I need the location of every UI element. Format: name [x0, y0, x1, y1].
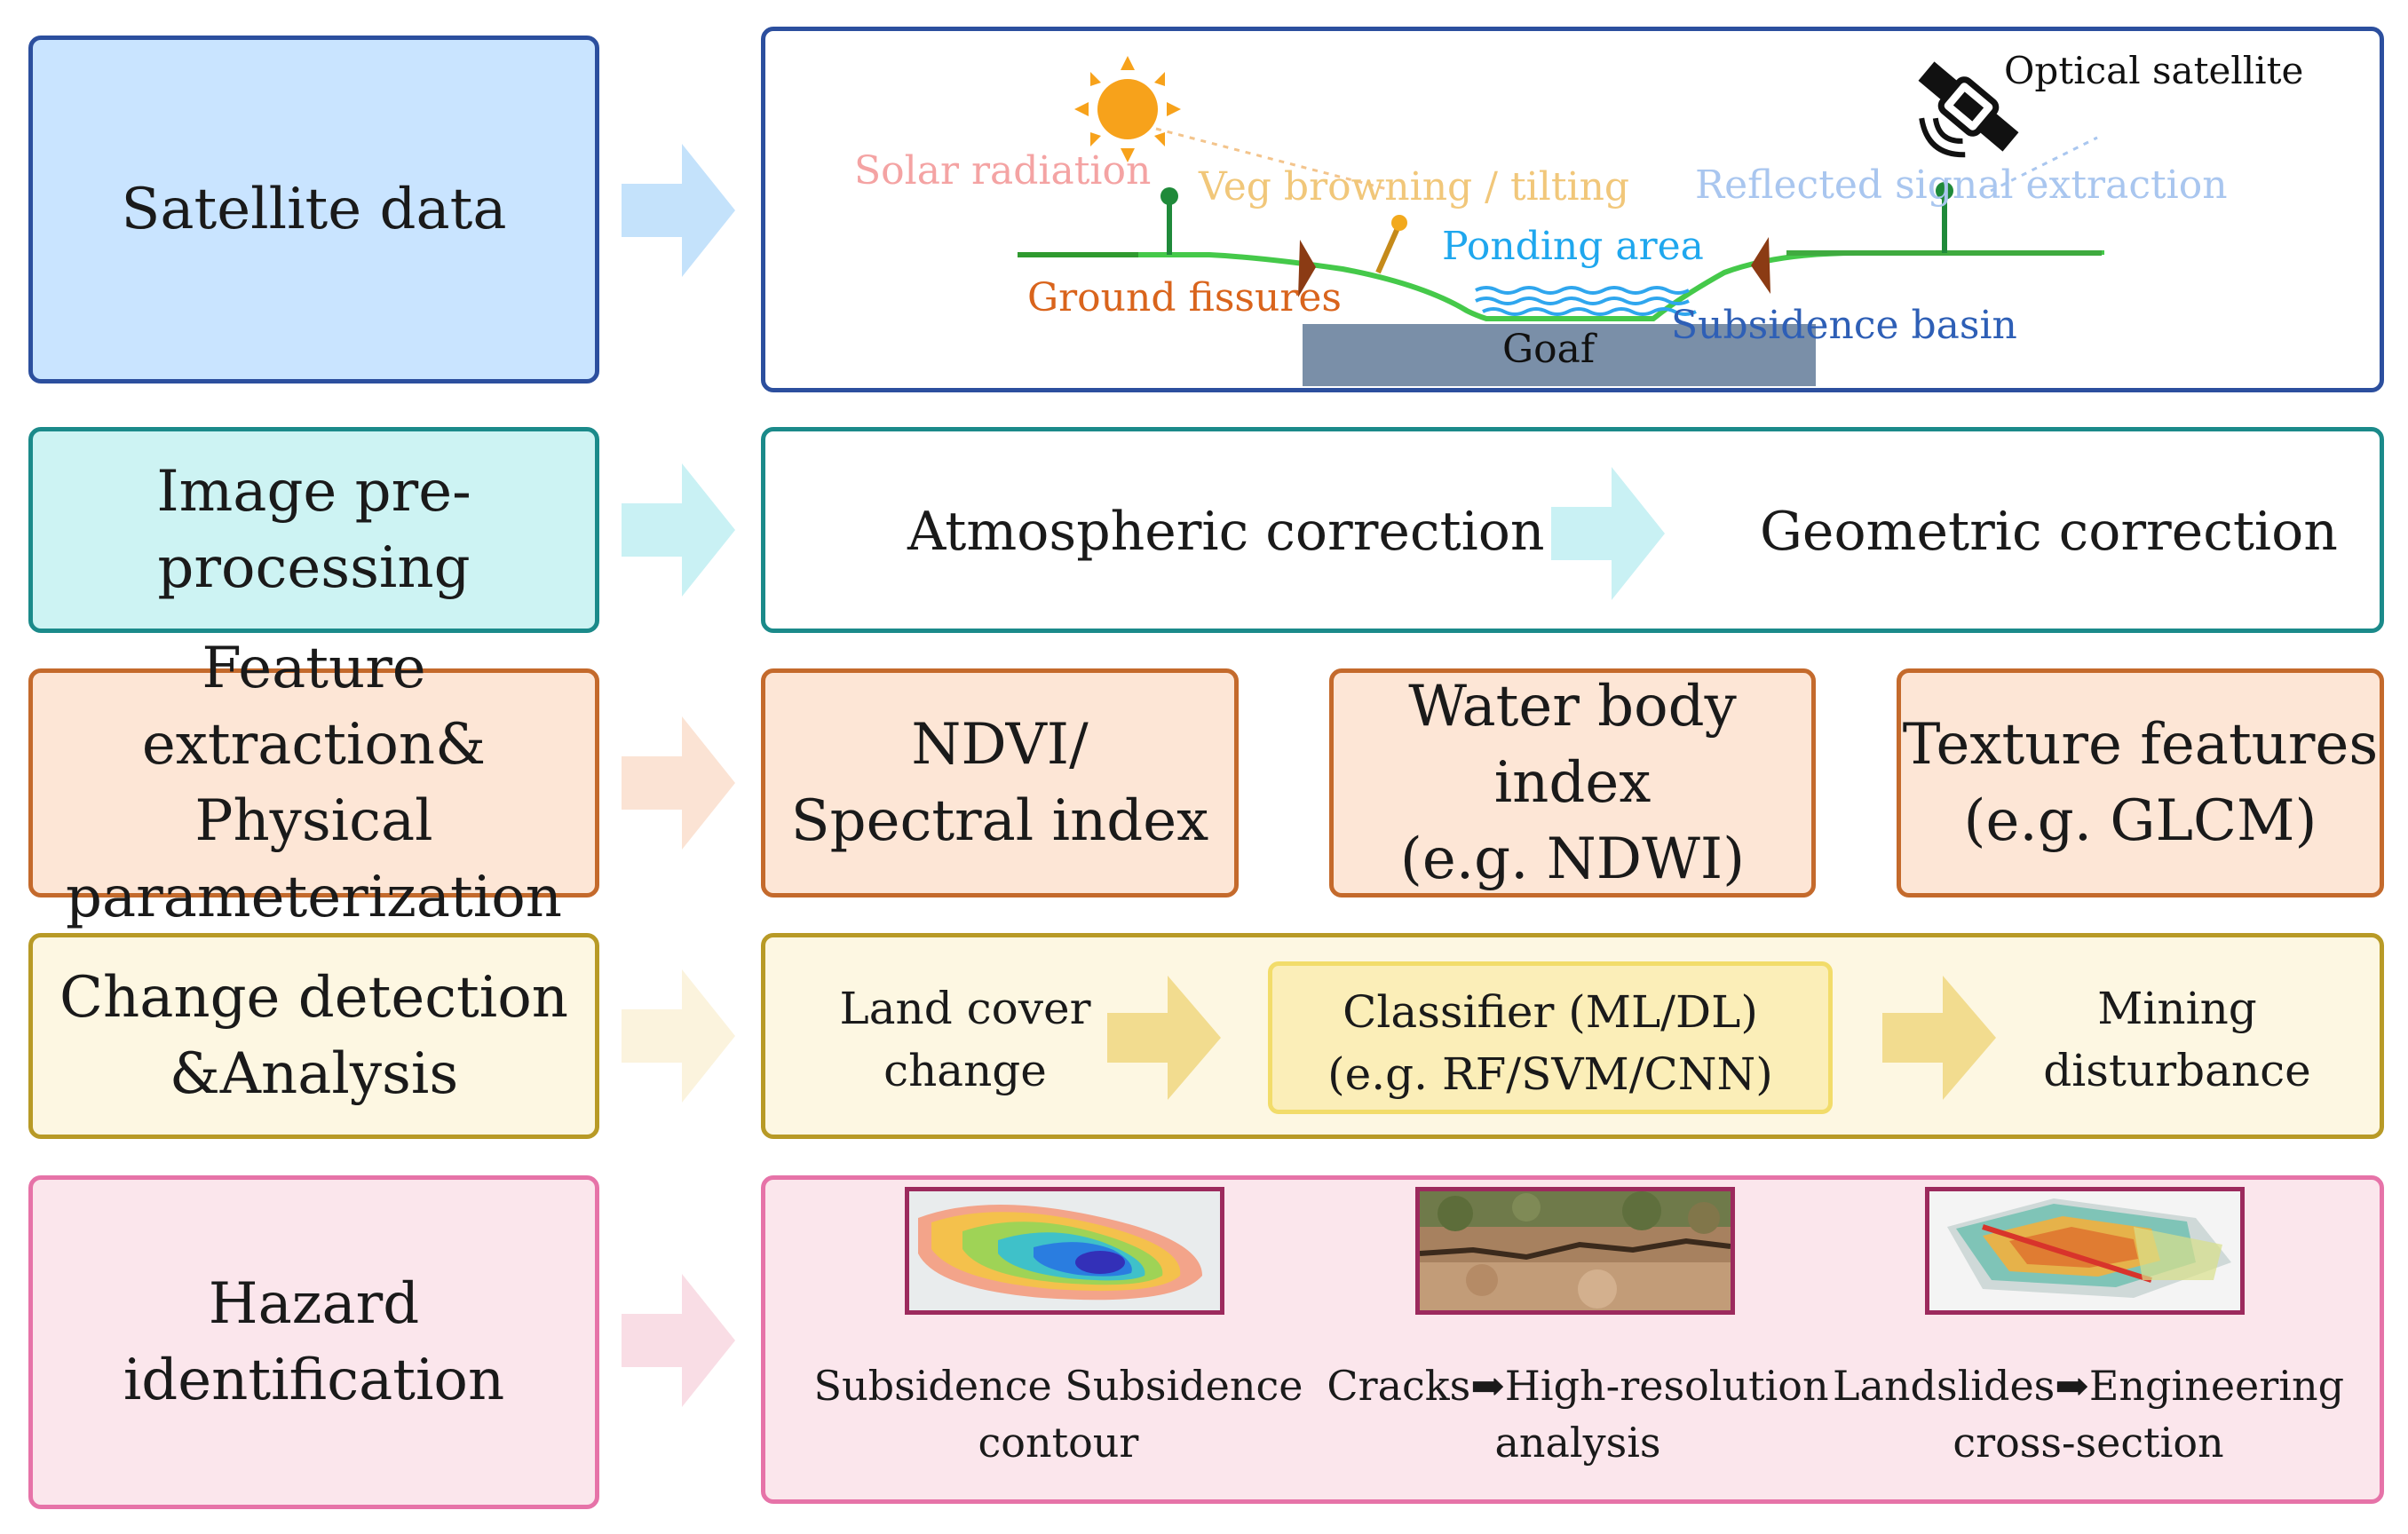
mining-disturbance-label: Mining disturbance [2043, 983, 2311, 1096]
ponding-area-label: Ponding area [1442, 224, 1704, 269]
ground-fissure-left-icon [1298, 240, 1316, 297]
atmospheric-correction-label: Atmospheric correction [907, 501, 1545, 563]
landslides-label: Landslides➡Engineering cross-section [1832, 1362, 2345, 1467]
satellite-scene-illustration [1018, 56, 2104, 386]
left-pole-icon [1160, 187, 1178, 255]
veg-browning-label: Veg browning / tilting [1199, 164, 1630, 210]
solar-radiation-label: Solar radiation [854, 148, 1152, 194]
water-body-index-box: Water body index (e.g. NDWI) [1329, 668, 1816, 897]
classifier-label: Classifier (ML/DL) (e.g. RF/SVM/CNN) [1327, 986, 1773, 1100]
right-pole-icon [1936, 182, 1953, 253]
arrow-preprocessing-icon [622, 463, 735, 597]
ground-fissures-label: Ground fissures [1027, 275, 1342, 320]
subsidence-basin-label: Subsidence basin [1671, 303, 2017, 348]
change-step-arrow-2-icon [1882, 976, 1996, 1100]
stage-change-detection-label: Change detection &Analysis [59, 965, 568, 1107]
arrow-change-icon [622, 969, 735, 1103]
ndvi-box: NDVI/ Spectral index [761, 668, 1239, 897]
classifier-box: Classifier (ML/DL) (e.g. RF/SVM/CNN) [1268, 961, 1833, 1114]
reflected-signal-label: Reflected signal extraction [1695, 162, 2228, 208]
subsidence-contour-label: Subsidence Subsidence contour [813, 1362, 1303, 1467]
satellite-scene-panel: Solar radiation Veg browning / tilting O… [761, 27, 2384, 392]
stage-satellite-data-label: Satellite data [121, 177, 507, 242]
sun-icon [1074, 56, 1181, 162]
ponding-water-icon [1475, 286, 1697, 316]
preprocessing-step-arrow-icon [1551, 467, 1665, 600]
stage-feature-extraction-label: Feature extraction& Physical parameteriz… [66, 636, 562, 930]
stage-satellite-data: Satellite data [28, 36, 599, 384]
cracks-image [1415, 1187, 1735, 1315]
subsidence-contour-image [905, 1187, 1224, 1315]
optical-satellite-icon [1918, 61, 2019, 158]
hazard-panel: Subsidence Subsidence contour Cracks➡Hig… [761, 1175, 2384, 1504]
stage-hazard-identification-label: Hazard identification [123, 1271, 505, 1413]
stage-image-preprocessing: Image pre- processing [28, 427, 599, 633]
goaf-block [1303, 324, 1816, 386]
tilted-vegetation-icon [1375, 215, 1407, 274]
stage-change-detection: Change detection &Analysis [28, 933, 599, 1139]
land-cover-change-label: Land cover change [839, 983, 1091, 1096]
goaf-label: Goaf [1502, 327, 1596, 372]
arrow-hazard-icon [622, 1274, 735, 1407]
ground-fissure-right-icon [1751, 237, 1770, 294]
arrow-satellite-icon [622, 144, 735, 277]
cracks-label: Cracks➡High-resolution analysis [1327, 1362, 1829, 1467]
stage-hazard-identification: Hazard identification [28, 1175, 599, 1509]
stage-feature-extraction: Feature extraction& Physical parameteriz… [28, 636, 599, 930]
stage-image-preprocessing-label: Image pre- processing [156, 459, 471, 601]
arrow-features-icon [622, 716, 735, 850]
change-step-arrow-1-icon [1107, 976, 1221, 1100]
change-detection-panel: Land cover change Classifier (ML/DL) (e.… [761, 933, 2384, 1139]
preprocessing-panel: Atmospheric correction Geometric correct… [761, 427, 2384, 633]
texture-features-label: Texture features (e.g. GLCM) [1902, 712, 2379, 854]
landslides-image [1925, 1187, 2245, 1315]
optical-satellite-label: Optical satellite [2004, 49, 2304, 92]
texture-features-box: Texture features (e.g. GLCM) [1897, 668, 2384, 897]
geometric-correction-label: Geometric correction [1760, 501, 2338, 563]
ndvi-label: NDVI/ Spectral index [790, 712, 1209, 854]
water-body-index-label: Water body index (e.g. NDWI) [1399, 674, 1746, 892]
